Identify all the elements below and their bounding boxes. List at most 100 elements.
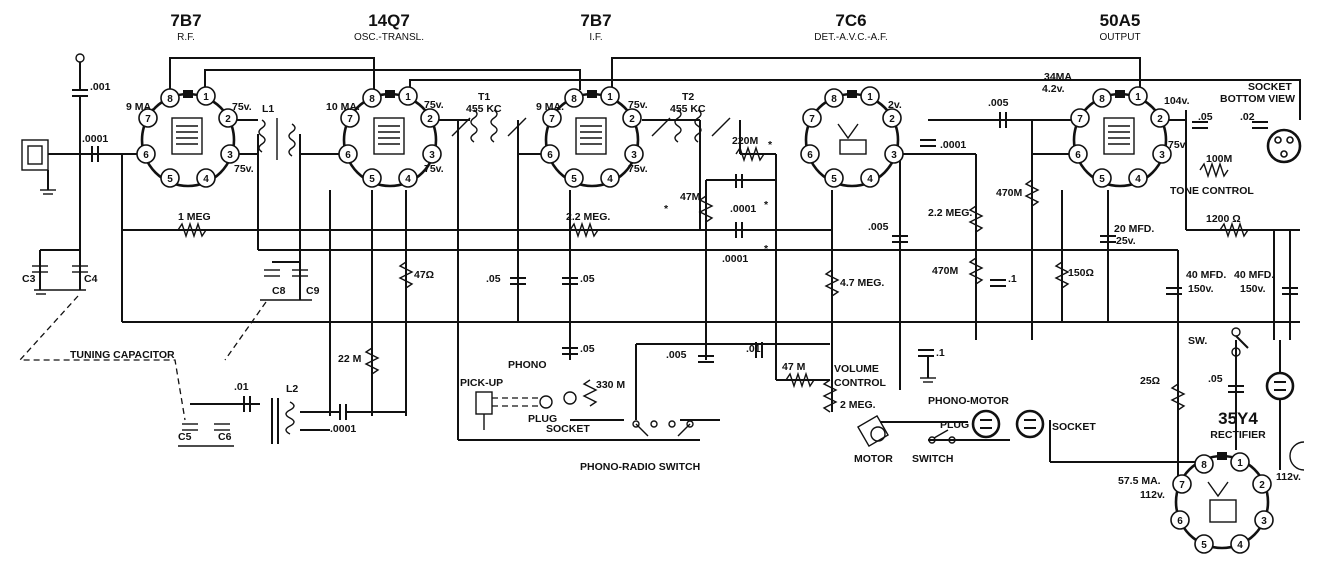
det-output-caps: .005 .0001 .005 2.2 MEG. 470M 470M .1 .1 bbox=[868, 97, 1040, 359]
tube-6-type: 35Y4 bbox=[1218, 409, 1258, 428]
cap-05-line-label: .05 bbox=[1208, 373, 1223, 385]
svg-text:7: 7 bbox=[347, 114, 353, 125]
svg-text:2: 2 bbox=[629, 114, 635, 125]
cap-1-a-label: .1 bbox=[1008, 273, 1017, 285]
asterisk-4: * bbox=[764, 243, 769, 255]
c5-label: C5 bbox=[178, 431, 192, 443]
tube-headings: 7B7 R.F. 14Q7 OSC.-TRANSL. 7B7 I.F. 7C6 … bbox=[170, 11, 1140, 43]
t2-freq-label: 455 KC bbox=[670, 103, 706, 115]
c4-label: C4 bbox=[84, 273, 98, 285]
tube-3-volt-a: 75v. bbox=[628, 99, 648, 111]
svg-text:2: 2 bbox=[1157, 114, 1163, 125]
svg-text:4: 4 bbox=[607, 174, 613, 185]
tube-2-type: 14Q7 bbox=[368, 11, 410, 30]
cap-0001-det-label: .0001 bbox=[940, 139, 966, 151]
c9-label: C9 bbox=[306, 285, 320, 297]
motor-plug-label: PLUG bbox=[940, 419, 969, 431]
cap-0001-ant-label: .0001 bbox=[82, 133, 108, 145]
t2-label: T2 bbox=[682, 91, 694, 103]
tube-6: 35Y4 RECTIFIER 8 1 7 2 6 3 5 4 57.5 MA. … bbox=[1118, 409, 1301, 554]
svg-text:6: 6 bbox=[345, 150, 351, 161]
tube-3-type: 7B7 bbox=[580, 11, 611, 30]
tube-2: 8 1 7 2 6 3 5 4 10 MA. 75v. 75v. bbox=[326, 86, 444, 188]
pickup-label: PICK-UP bbox=[460, 377, 503, 389]
svg-text:8: 8 bbox=[1099, 94, 1105, 105]
svg-text:8: 8 bbox=[571, 94, 577, 105]
cap-0001-a-label: .0001 bbox=[730, 203, 756, 215]
tube-3-volt-b: 75v. bbox=[628, 163, 648, 175]
line-plug bbox=[1265, 371, 1305, 471]
motor-socket-label: SOCKET bbox=[1052, 421, 1096, 433]
r-22m-label: 22 M bbox=[338, 353, 362, 365]
tube-1: 8 1 7 2 6 3 5 4 9 MA. 75v. 75v. bbox=[126, 86, 254, 188]
svg-text:7: 7 bbox=[1179, 480, 1185, 491]
socket-view-label-1: SOCKET bbox=[1248, 81, 1292, 93]
svg-text:6: 6 bbox=[547, 150, 553, 161]
tube-1-volt-a: 75v. bbox=[232, 101, 252, 113]
antenna-lead: .001 bbox=[72, 53, 111, 154]
phono-radio-switch-label: PHONO-RADIO SWITCH bbox=[580, 461, 700, 473]
svg-text:7: 7 bbox=[549, 114, 555, 125]
cap-005-det-label: .005 bbox=[868, 221, 889, 233]
bypass-caps: .05 .05 .05 .005 bbox=[486, 273, 714, 363]
cap-20mfd-label: 20 MFD. bbox=[1114, 223, 1154, 235]
phono-motor-label: PHONO-MOTOR bbox=[928, 395, 1009, 407]
asterisk-3: * bbox=[764, 199, 769, 211]
volume-network: .01 47 M VOLUME CONTROL 2 MEG. 4.7 MEG. bbox=[746, 269, 886, 413]
transformer-t2: T2 455 KC bbox=[651, 91, 731, 143]
r-330m-label: 330 M bbox=[596, 379, 625, 391]
cap-01-osc-label: .01 bbox=[234, 381, 249, 393]
power-switch[interactable]: SW. bbox=[1188, 327, 1249, 357]
svg-text:1: 1 bbox=[1237, 458, 1243, 469]
svg-text:5: 5 bbox=[1099, 174, 1105, 185]
svg-text:1: 1 bbox=[1135, 92, 1141, 103]
tube-5-type: 50A5 bbox=[1100, 11, 1141, 30]
r-150ohm-label: 150Ω bbox=[1068, 267, 1094, 279]
cap-20mfd-v-label: 25v. bbox=[1116, 235, 1136, 247]
r-470m-b-label: 470M bbox=[996, 187, 1023, 199]
l2-label: L2 bbox=[286, 383, 298, 395]
svg-text:6: 6 bbox=[807, 150, 813, 161]
c6-label: C6 bbox=[218, 431, 232, 443]
volume-r-label: 2 MEG. bbox=[840, 399, 876, 411]
svg-text:4: 4 bbox=[203, 174, 209, 185]
tuning-capacitor-link: TUNING CAPACITOR bbox=[18, 295, 267, 421]
speaker-socket-view: SOCKET BOTTOM VIEW bbox=[1220, 81, 1302, 164]
tube-2-volt-b: 75v. bbox=[424, 163, 444, 175]
cap-40mfd-b-v-label: 150v. bbox=[1240, 283, 1266, 295]
ground-symbols bbox=[920, 356, 936, 383]
r-47m-b-label: 47 M bbox=[782, 361, 806, 373]
tube-2-function: OSC.-TRANSL. bbox=[354, 32, 424, 43]
tube-3-function: I.F. bbox=[589, 32, 602, 43]
svg-text:5: 5 bbox=[1201, 540, 1207, 551]
cap-05-tone-label: .05 bbox=[1198, 111, 1213, 123]
r-220m-label: 220M bbox=[732, 135, 759, 147]
svg-text:7: 7 bbox=[1077, 114, 1083, 125]
r-1200-label: 1200 Ω bbox=[1206, 213, 1241, 225]
svg-text:8: 8 bbox=[831, 94, 837, 105]
osc-tank: C5 C6 .01 L2 .0001 bbox=[178, 381, 406, 447]
tube-4-type: 7C6 bbox=[835, 11, 866, 30]
svg-text:6: 6 bbox=[1075, 150, 1081, 161]
sw-label: SW. bbox=[1188, 335, 1207, 347]
cap-40mfd-a-v-label: 150v. bbox=[1188, 283, 1214, 295]
svg-text:6: 6 bbox=[143, 150, 149, 161]
phono-input: PHONO PICK-UP PLUG SOCKET 330 M bbox=[460, 359, 625, 435]
osc-resistors: 47Ω 22 M bbox=[338, 261, 434, 375]
svg-text:5: 5 bbox=[571, 174, 577, 185]
plug-label: PLUG bbox=[528, 413, 557, 425]
volume-control-label-2: CONTROL bbox=[834, 377, 886, 389]
tube-5-current: 34MA bbox=[1044, 71, 1072, 83]
svg-text:4: 4 bbox=[405, 174, 411, 185]
tube-6-function: RECTIFIER bbox=[1210, 429, 1266, 441]
svg-text:3: 3 bbox=[1159, 150, 1165, 161]
r-1meg-label: 1 MEG bbox=[178, 211, 211, 223]
tube-1-current: 9 MA. bbox=[126, 101, 154, 113]
svg-text:3: 3 bbox=[1261, 516, 1267, 527]
svg-text:6: 6 bbox=[1177, 516, 1183, 527]
cap-05-b-label: .05 bbox=[580, 273, 595, 285]
phono-radio-switch[interactable]: PHONO-RADIO SWITCH bbox=[580, 420, 700, 473]
svg-text:7: 7 bbox=[809, 114, 815, 125]
r-47ohm-label: 47Ω bbox=[414, 269, 434, 281]
